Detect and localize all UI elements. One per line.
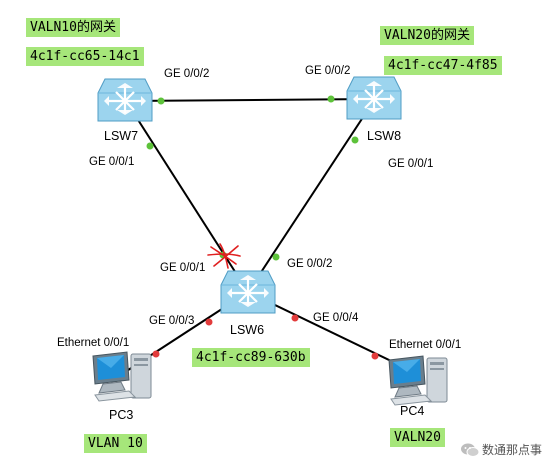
pc-icon[interactable] — [89, 348, 155, 402]
port-label-lsw6-ge002: GE 0/0/2 — [287, 258, 333, 270]
link-lsw7-lsw6 — [125, 100, 249, 293]
pc4-vlan-note: VALN20 — [390, 428, 445, 447]
pc4-name: PC4 — [400, 404, 425, 418]
port-dot-lsw6-ge002 — [272, 253, 280, 261]
lsw8-name: LSW8 — [367, 129, 402, 143]
port-dot-lsw8-ge001 — [351, 136, 359, 144]
switch-icon[interactable] — [345, 75, 403, 123]
lsw7-name: LSW7 — [104, 129, 139, 143]
lsw8-mac-note: 4c1f-cc47-4f85 — [384, 56, 502, 75]
switch-icon[interactable] — [96, 77, 154, 125]
port-label-pc3-eth: Ethernet 0/0/1 — [57, 337, 130, 349]
port-label-lsw7-ge002: GE 0/0/2 — [164, 68, 210, 80]
link-lsw8-lsw6 — [247, 98, 376, 293]
watermark-text: 数通那点事 — [482, 443, 543, 457]
port-label-pc4-eth: Ethernet 0/0/1 — [389, 339, 462, 351]
port-dot-lsw6-ge003 — [205, 318, 213, 326]
wechat-icon — [461, 443, 480, 457]
pc3-name: PC3 — [109, 408, 134, 422]
port-label-lsw7-ge001: GE 0/0/1 — [89, 156, 135, 168]
link-lsw6-pc4 — [247, 291, 415, 373]
port-dot-lsw7-ge001 — [146, 142, 154, 150]
pc3-vlan-note: VLAN 10 — [84, 434, 147, 453]
port-dot-lsw8-ge002 — [327, 95, 335, 103]
lsw6-name: LSW6 — [230, 323, 265, 337]
port-dot-lsw6-ge004 — [291, 314, 299, 322]
port-label-lsw6-ge003: GE 0/0/3 — [149, 315, 195, 327]
port-label-lsw8-ge001: GE 0/0/1 — [388, 158, 434, 170]
pc-icon[interactable] — [385, 352, 451, 406]
port-label-lsw6-ge001: GE 0/0/1 — [160, 262, 206, 274]
lsw7-mac-note: 4c1f-cc65-14c1 — [26, 47, 144, 66]
blocked-port-mark — [207, 243, 241, 269]
port-label-lsw6-ge004: GE 0/0/4 — [313, 312, 359, 324]
lsw7-gateway-note: VALN10的网关 — [26, 18, 120, 37]
switch-icon[interactable] — [219, 269, 277, 317]
port-dot-pc4-eth — [371, 352, 379, 360]
lsw8-gateway-note: VALN20的网关 — [380, 26, 474, 45]
lsw6-mac-note: 4c1f-cc89-630b — [192, 348, 310, 367]
port-dot-pc3-eth — [152, 350, 160, 358]
port-dot-lsw7-ge002 — [157, 97, 165, 105]
port-label-lsw8-ge002: GE 0/0/2 — [305, 65, 351, 77]
